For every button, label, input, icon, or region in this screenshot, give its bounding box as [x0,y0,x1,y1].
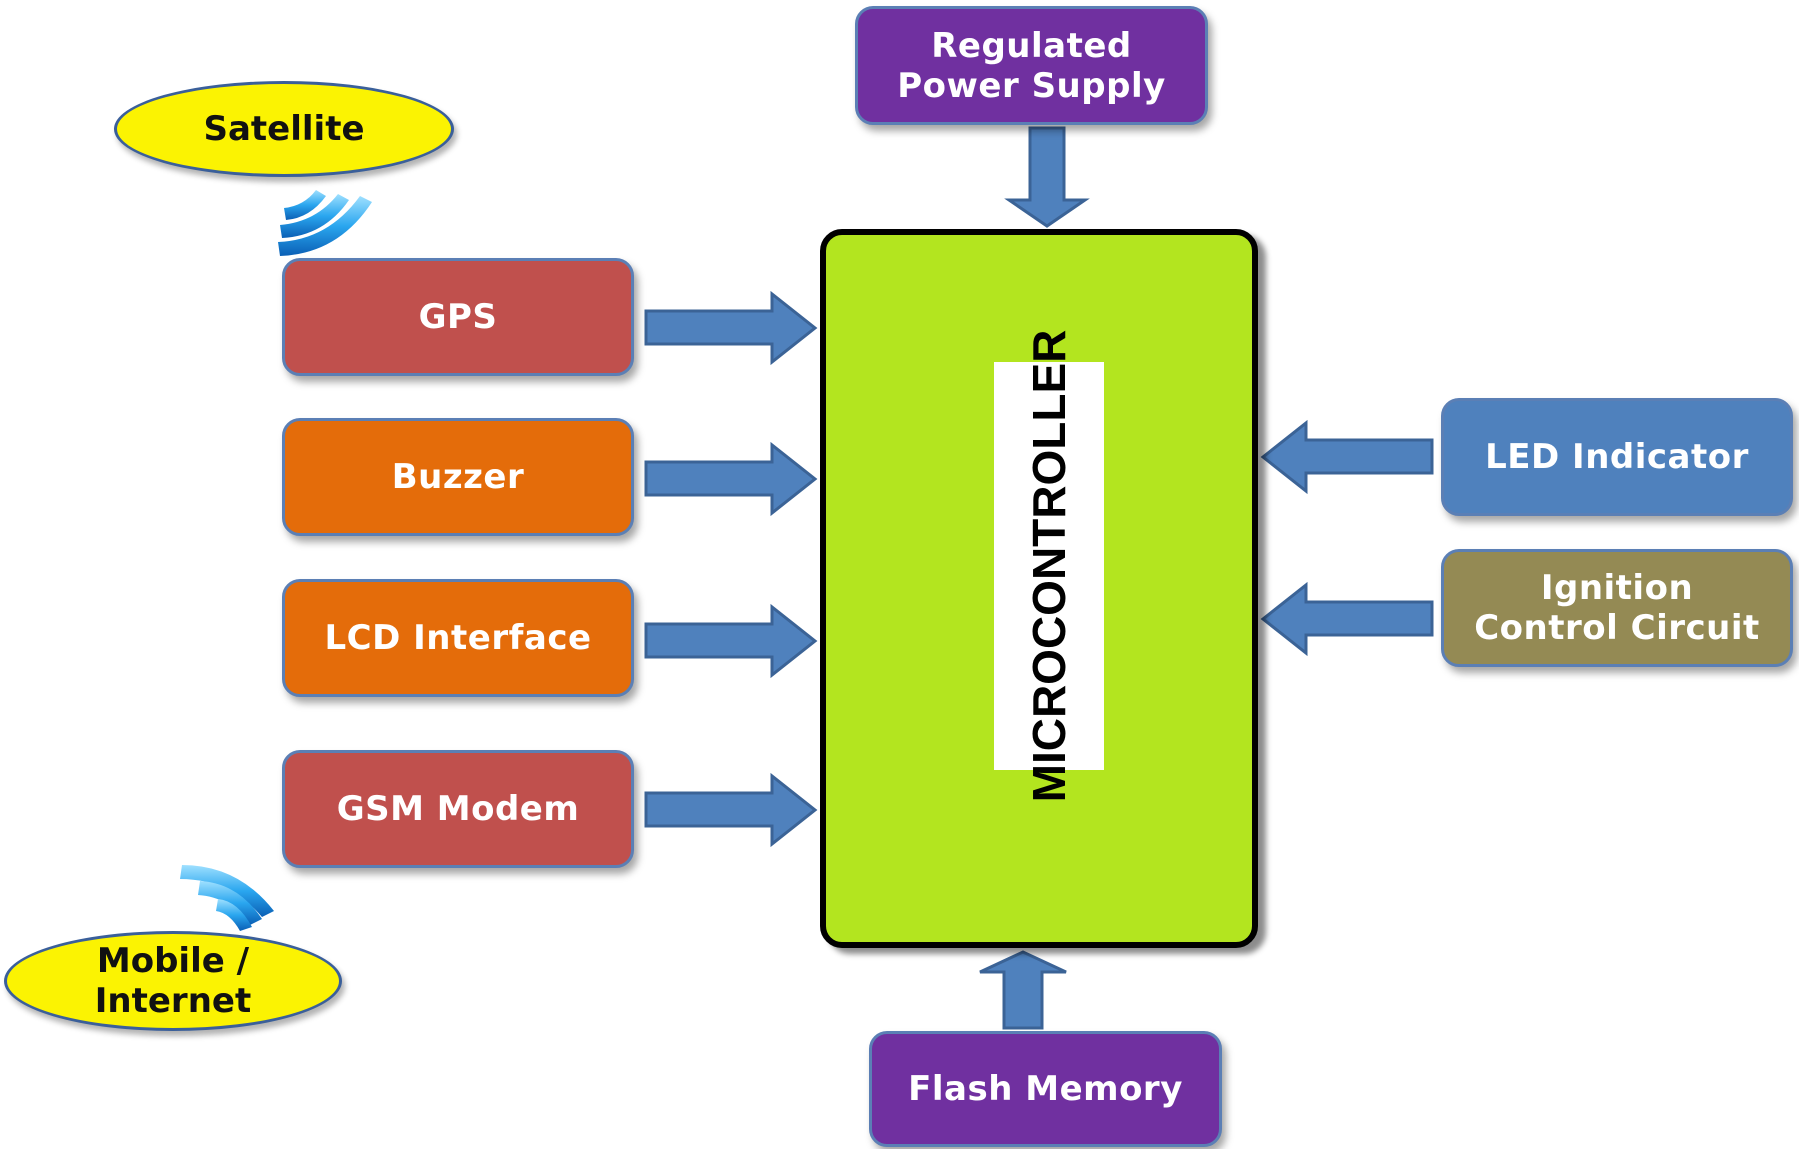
arrow-gsm-to-mcu [644,772,818,848]
gps-block: GPS [282,258,634,376]
power-supply-block: Regulated Power Supply [855,6,1208,125]
wireless-signal-icon [278,190,372,256]
lcd-interface-block: LCD Interface [282,579,634,697]
wireless-signal-icon [180,865,274,931]
arrow-buzzer-to-mcu [644,441,818,517]
microcontroller-label: MICROCONTROLLER [1023,329,1075,803]
arrow-power-to-mcu [1004,126,1090,228]
led-indicator-block: LED Indicator [1441,398,1793,516]
arrow-led-to-mcu [1260,419,1434,495]
arrow-gps-to-mcu [644,290,818,366]
buzzer-block: Buzzer [282,418,634,536]
mobile-internet-ellipse: Mobile / Internet [4,931,342,1031]
gsm-modem-block: GSM Modem [282,750,634,868]
arrow-lcd-to-mcu [644,603,818,679]
microcontroller-label-background [994,362,1104,770]
arrow-ignition-to-mcu [1260,581,1434,657]
ignition-control-block: Ignition Control Circuit [1441,549,1793,667]
flash-memory-block: Flash Memory [869,1031,1222,1147]
arrow-flash-to-mcu [979,950,1067,1030]
satellite-ellipse: Satellite [114,81,454,177]
